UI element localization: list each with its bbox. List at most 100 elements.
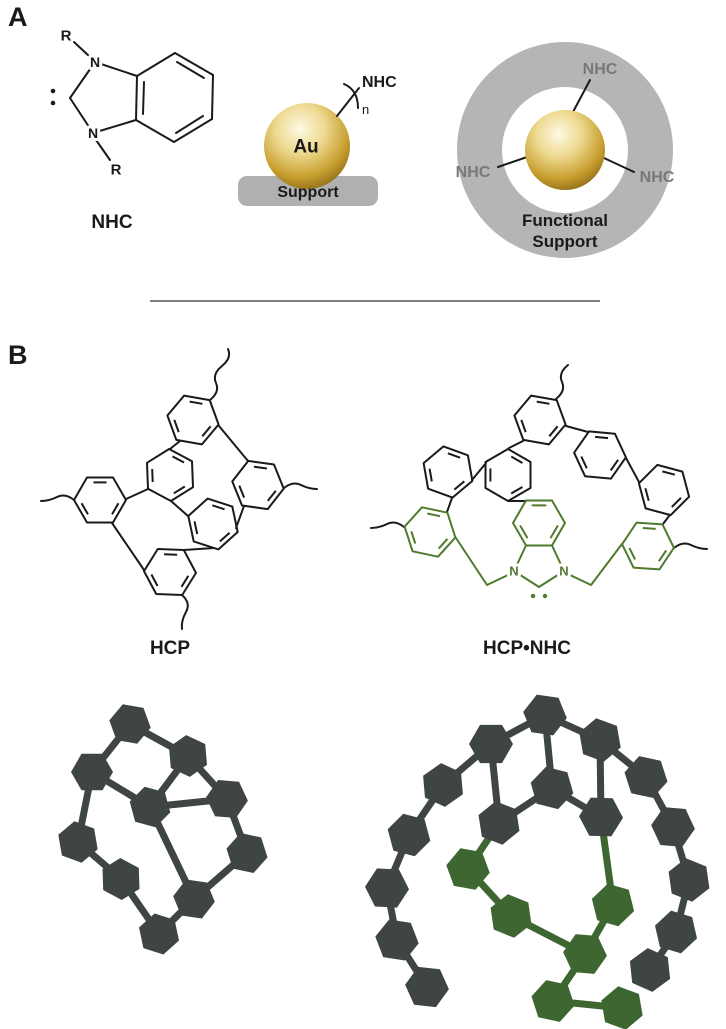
cartoon-hexagon [478, 801, 520, 845]
continuation-squiggle [180, 594, 189, 630]
cartoon-hexagon [490, 894, 532, 938]
aromatic-double-bond [427, 512, 441, 518]
linker-bond [446, 497, 453, 513]
continuation-squiggle [40, 494, 75, 502]
aromatic-double-bond [628, 547, 636, 560]
nitrogen-label: N [88, 125, 98, 141]
functional-caption-line2: Support [532, 232, 597, 251]
benzene-ring [403, 506, 457, 558]
linker-bond [235, 505, 245, 529]
benzene-ring [73, 476, 127, 524]
nitrogen-label-left: N [509, 564, 518, 579]
hcp-caption: HCP [150, 638, 190, 659]
aromatic-double-bond [111, 502, 120, 515]
aromatic-double-bond [536, 400, 550, 405]
benzene-ring [637, 463, 691, 517]
cartoon-hexagon [469, 724, 513, 764]
nhc-caption: NHC [91, 212, 132, 233]
cartoon-hexagon [173, 879, 215, 919]
aromatic-double-bond [437, 538, 449, 550]
cartoon-hexagon [446, 848, 490, 890]
cartoon-hexagon [531, 980, 575, 1022]
repeat-subscript: n [362, 102, 369, 117]
functional-support: NHC NHC NHC Functional Support [456, 42, 675, 258]
gold-nanoparticle [264, 103, 350, 189]
cartoon-hexagon [530, 766, 574, 810]
cartoon-hexagon [579, 797, 623, 837]
cartoon-hexagon [169, 735, 207, 777]
aromatic-double-bond [671, 497, 682, 508]
nitrogen-label-right: N [559, 564, 568, 579]
aromatic-double-bond [164, 553, 178, 556]
polymer-cartoon-right [365, 694, 710, 1029]
panel-a: A N N R R NHC [8, 2, 675, 302]
cartoon-hexagon [629, 948, 671, 992]
cartoon-hexagon [58, 821, 98, 863]
aromatic-double-bond [211, 504, 225, 511]
cartoon-hexagon [591, 883, 635, 927]
nhc-label-top: NHC [583, 61, 618, 78]
benzene-ring [621, 521, 675, 571]
gold-nanoparticle-core [525, 110, 605, 190]
carbene-lone-pair-dot [542, 593, 548, 599]
hcp-nhc-caption: HCP•NHC [483, 638, 571, 659]
continuation-squiggle [283, 482, 318, 490]
cartoon-hexagon [226, 833, 268, 873]
panel-b: B HCP N N HCP•NHC [8, 340, 710, 1029]
linker-bond [183, 547, 215, 551]
aromatic-double-bond [510, 455, 523, 464]
aromatic-double-bond [520, 419, 527, 433]
aromatic-double-bond [173, 419, 180, 433]
aromatic-double-bond [150, 574, 159, 587]
aromatic-double-bond [80, 502, 89, 515]
benzene-ring [422, 445, 474, 499]
linker-bond [169, 440, 181, 450]
cartoon-hexagon [423, 763, 463, 807]
aromatic-double-bond [453, 480, 465, 491]
polymer-cartoon-left [58, 704, 268, 955]
benzene-ring [146, 448, 194, 502]
carbene-lone-pair-dot [530, 593, 536, 599]
aromatic-double-bond [447, 452, 461, 459]
linker-bond [471, 462, 487, 481]
panel-a-label: A [8, 2, 28, 32]
benzene-ring [143, 548, 197, 596]
aromatic-double-bond [173, 485, 186, 495]
panel-b-label: B [8, 340, 28, 370]
aromatic-double-bond [644, 488, 650, 502]
linker-bond [508, 440, 524, 449]
linker-bond [125, 488, 149, 500]
support-label: Support [277, 184, 339, 201]
cartoon-hexagon [387, 813, 431, 857]
ch2-linker [455, 537, 509, 586]
linker-bond [565, 425, 589, 433]
cartoon-hexagon [109, 704, 151, 744]
cartoon-hexagon [579, 718, 621, 762]
ch2-linker [569, 543, 623, 586]
cartoon-hexagon [206, 780, 248, 818]
nhc-pointer-line [497, 156, 528, 168]
functional-caption-line1: Functional [522, 211, 608, 230]
aromatic-double-bond [510, 486, 523, 495]
continuation-squiggle [370, 521, 405, 529]
benzene-ring [166, 394, 220, 446]
carbene-lone-pair-dot [50, 88, 56, 94]
hcp-structure [40, 348, 318, 630]
r-group-label: R [111, 162, 122, 179]
carbene-lone-pair-dot [50, 100, 56, 106]
aromatic-double-bond [548, 425, 559, 437]
aromatic-double-bond [193, 521, 199, 535]
benzene-ring [513, 394, 567, 446]
aromatic-double-bond [151, 469, 154, 483]
benzene-ring [512, 499, 566, 547]
hcp-nhc-structure [370, 364, 708, 571]
aromatic-double-bond [253, 465, 268, 470]
cartoon-hexagon [655, 910, 697, 954]
aromatic-double-bond [658, 549, 668, 562]
benzimidazole-carbene: N N [455, 499, 623, 599]
linker-bond [111, 522, 145, 571]
aromatic-double-bond [219, 531, 231, 543]
support-bar [238, 176, 378, 206]
repeat-bracket [343, 83, 359, 109]
